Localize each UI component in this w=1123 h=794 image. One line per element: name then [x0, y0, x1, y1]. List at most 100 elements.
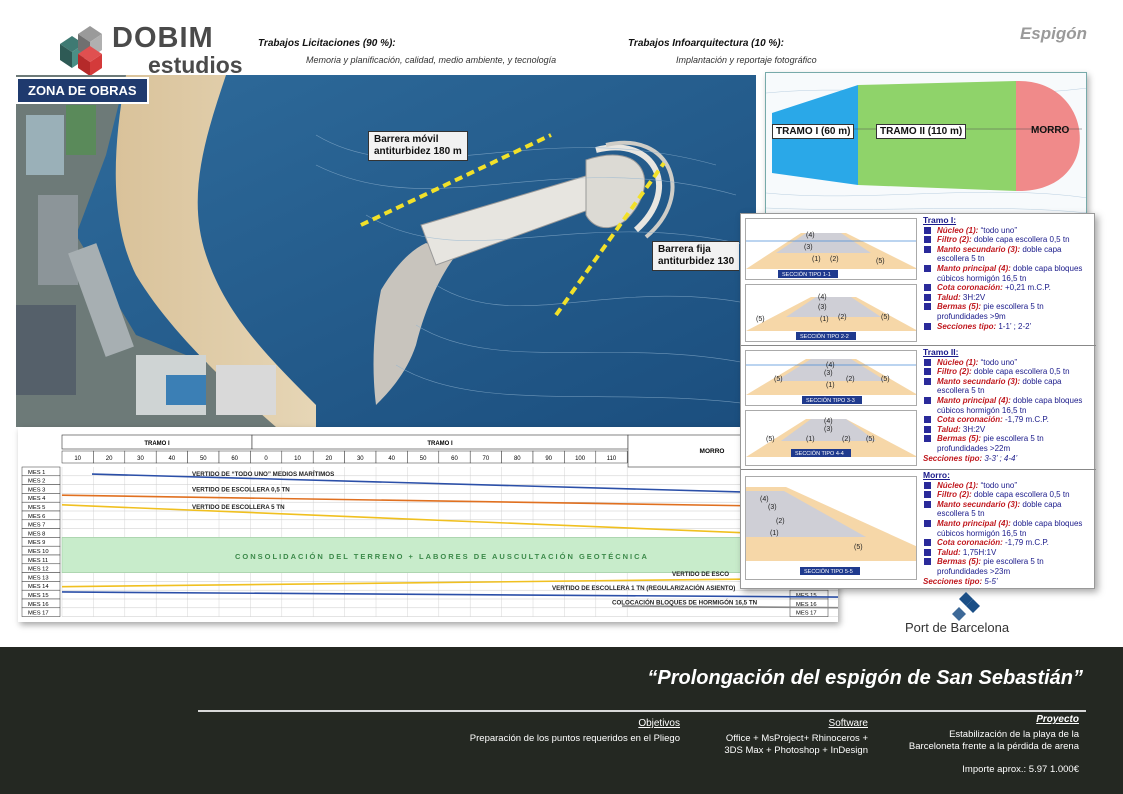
svg-text:(5): (5) [774, 376, 783, 383]
aerial-photo [16, 75, 756, 427]
tramo1-spec-item: Talud: 3H:2V [923, 293, 1091, 303]
morro-title: Morro: [923, 470, 950, 480]
svg-text:(3): (3) [818, 304, 827, 311]
section-image-4: (4) (3) (5) (1) (2) (5) SECCIÓN TIPO 4-4 [745, 410, 917, 466]
tramo1-spec-item: Manto principal (4): doble capa bloques … [923, 264, 1091, 283]
section-image-5: (4) (3) (2) (1) (5) SECCIÓN TIPO 5-5 [745, 476, 917, 580]
morro-spec-item: Talud: 1,75H:1V [923, 548, 1091, 558]
checkbox-icon [924, 377, 931, 385]
gantt-month-label: MES 7 [28, 523, 45, 529]
objetivos-text: Preparación de los puntos requeridos en … [469, 733, 680, 744]
svg-text:(4): (4) [806, 232, 815, 239]
morro-spec-item: Núcleo (1): “todo uno” [923, 481, 1091, 491]
tramo1-spec-item: Cota coronación: +0,21 m.C.P. [923, 283, 1091, 293]
morro-spec-item: Filtro (2): doble capa escollera 0,5 tn [923, 490, 1091, 500]
gantt-tick-label: 50 [420, 456, 427, 462]
gantt-consolidation-label: CONSOLIDACIÓN DEL TERRENO + LABORES DE A… [235, 552, 649, 561]
section-morro: (4) (3) (2) (1) (5) SECCIÓN TIPO 5-5 Mor… [741, 470, 1096, 590]
svg-text:(5): (5) [854, 544, 863, 551]
proyecto-line-1: Estabilización de la playa de la [949, 729, 1079, 740]
tramo2-spec-item: Cota coronación: -1,79 m.C.P. [923, 415, 1091, 425]
svg-text:(5): (5) [756, 316, 765, 323]
gantt-tick-label: 20 [326, 456, 333, 462]
svg-text:(2): (2) [838, 314, 847, 321]
plan-morro-zone [1016, 80, 1080, 192]
gantt-task-label: VERTIDO DE ESCOLLERA 5 TN [192, 504, 285, 511]
licitaciones-text: Memoria y planificación, calidad, medio … [306, 55, 557, 65]
svg-text:(4): (4) [760, 496, 769, 503]
gantt-tick-label: 90 [545, 456, 552, 462]
barrier-fija-line [554, 161, 666, 317]
gantt-tick-label: 110 [607, 456, 617, 462]
software-line-2: 3DS Max + Photoshop + InDesign [724, 745, 868, 756]
tramo1-spec-item: Filtro (2): doble capa escollera 0,5 tn [923, 235, 1091, 245]
gantt-tick-label: 40 [388, 456, 395, 462]
callout-fija-line-2: antiturbidez 130 [658, 256, 735, 267]
checkbox-icon [924, 368, 931, 376]
section-image-3: (4) (3) (5) (1) (2) (5) SECCIÓN TIPO 3-3 [745, 350, 917, 406]
svg-text:(1): (1) [806, 436, 815, 443]
gantt-consolidation-band [61, 537, 823, 573]
brand-title: DOBIM [112, 22, 214, 54]
gantt-month-label: MES 3 [28, 487, 45, 493]
tramo1-spec-item: Secciones tipo: 1-1’ ; 2-2’ [923, 322, 1091, 332]
checkbox-icon [924, 236, 931, 244]
svg-text:(5): (5) [881, 376, 890, 383]
section-label-5: SECCIÓN TIPO 5-5 [804, 568, 853, 575]
tramo2-spec-item: Núcleo (1): “todo uno” [923, 358, 1091, 368]
svg-text:(3): (3) [768, 504, 777, 511]
gantt-task-bar [61, 577, 859, 588]
gantt-month-label: MES 2 [28, 479, 45, 485]
checkbox-icon [924, 396, 931, 404]
gantt-task-label: VERTIDO DE ESCOLLERA 1 TN (REGULARIZACIÓ… [552, 584, 735, 592]
checkbox-icon [924, 500, 931, 508]
checkbox-icon [924, 245, 931, 253]
plan-morro-label: MORRO [1031, 125, 1070, 136]
checkbox-icon [924, 539, 931, 547]
morro-secciones: Secciones tipo: 5-5’ [923, 576, 998, 586]
morro-specs: Morro: Núcleo (1): “todo uno”Filtro (2):… [923, 470, 1091, 586]
port-barcelona-logo: Port de Barcelona [905, 592, 1035, 640]
svg-text:(4): (4) [826, 362, 835, 369]
software-text: Office + MsProject+ Rhinoceros + 3DS Max… [724, 733, 868, 757]
checkbox-icon [924, 491, 931, 499]
proyecto-text: Estabilización de la playa de la Barcelo… [909, 729, 1079, 753]
gantt-tick-label: 100 [575, 456, 586, 462]
software-label: Software [828, 718, 868, 729]
tramo2-secciones: Secciones tipo: 3-3’ ; 4-4’ [923, 453, 1018, 463]
gantt-tick-label: 60 [451, 456, 458, 462]
gantt-month-label-right: MES 15 [796, 593, 817, 599]
checkbox-icon [924, 425, 931, 433]
checkbox-icon [924, 226, 931, 234]
callout-fija-line-1: Barrera fija [658, 244, 711, 255]
licitaciones-label: Trabajos Licitaciones (90 %): [258, 38, 396, 49]
gantt-month-label: MES 9 [28, 540, 45, 546]
tramo2-specs: Tramo II: Núcleo (1): “todo uno”Filtro (… [923, 347, 1091, 463]
gantt-group-label: MORRO [700, 448, 725, 455]
tramo2-spec-item: Talud: 3H:2V [923, 425, 1091, 435]
checkbox-icon [924, 358, 931, 366]
plan-drawing [766, 73, 1086, 217]
checkbox-icon [924, 481, 931, 489]
svg-text:(2): (2) [830, 256, 839, 263]
gantt-tick-label: 0 [264, 456, 268, 462]
gantt-tick-label: 60 [231, 456, 238, 462]
gantt-month-label: MES 15 [28, 593, 49, 599]
gantt-tick-label: 30 [357, 456, 364, 462]
software-line-1: Office + MsProject+ Rhinoceros + [725, 733, 868, 744]
section-tramo1: (4) (3) (1) (2) (5) SECCIÓN TIPO 1-1 (4)… [741, 214, 1096, 346]
gantt-task-label: VERTIDO DE ESCOLLERA 0,5 TN [192, 487, 290, 494]
svg-text:(5): (5) [881, 314, 890, 321]
svg-text:(1): (1) [826, 382, 835, 389]
document-tag: Espigón [1019, 24, 1087, 43]
svg-text:(5): (5) [866, 436, 875, 443]
gantt-tick-label: 10 [74, 456, 81, 462]
callout-barrera-fija: Barrera fija antiturbidez 130 [652, 241, 740, 271]
port-name: Port de Barcelona [905, 620, 1010, 635]
gantt-month-label: MES 14 [28, 584, 49, 590]
plan-tramo1-label: TRAMO I (60 m) [772, 124, 855, 139]
gantt-month-label-right: MES 16 [796, 602, 817, 608]
infoarq-text: Implantación y reportaje fotográfico [676, 55, 817, 65]
svg-text:(2): (2) [846, 376, 855, 383]
